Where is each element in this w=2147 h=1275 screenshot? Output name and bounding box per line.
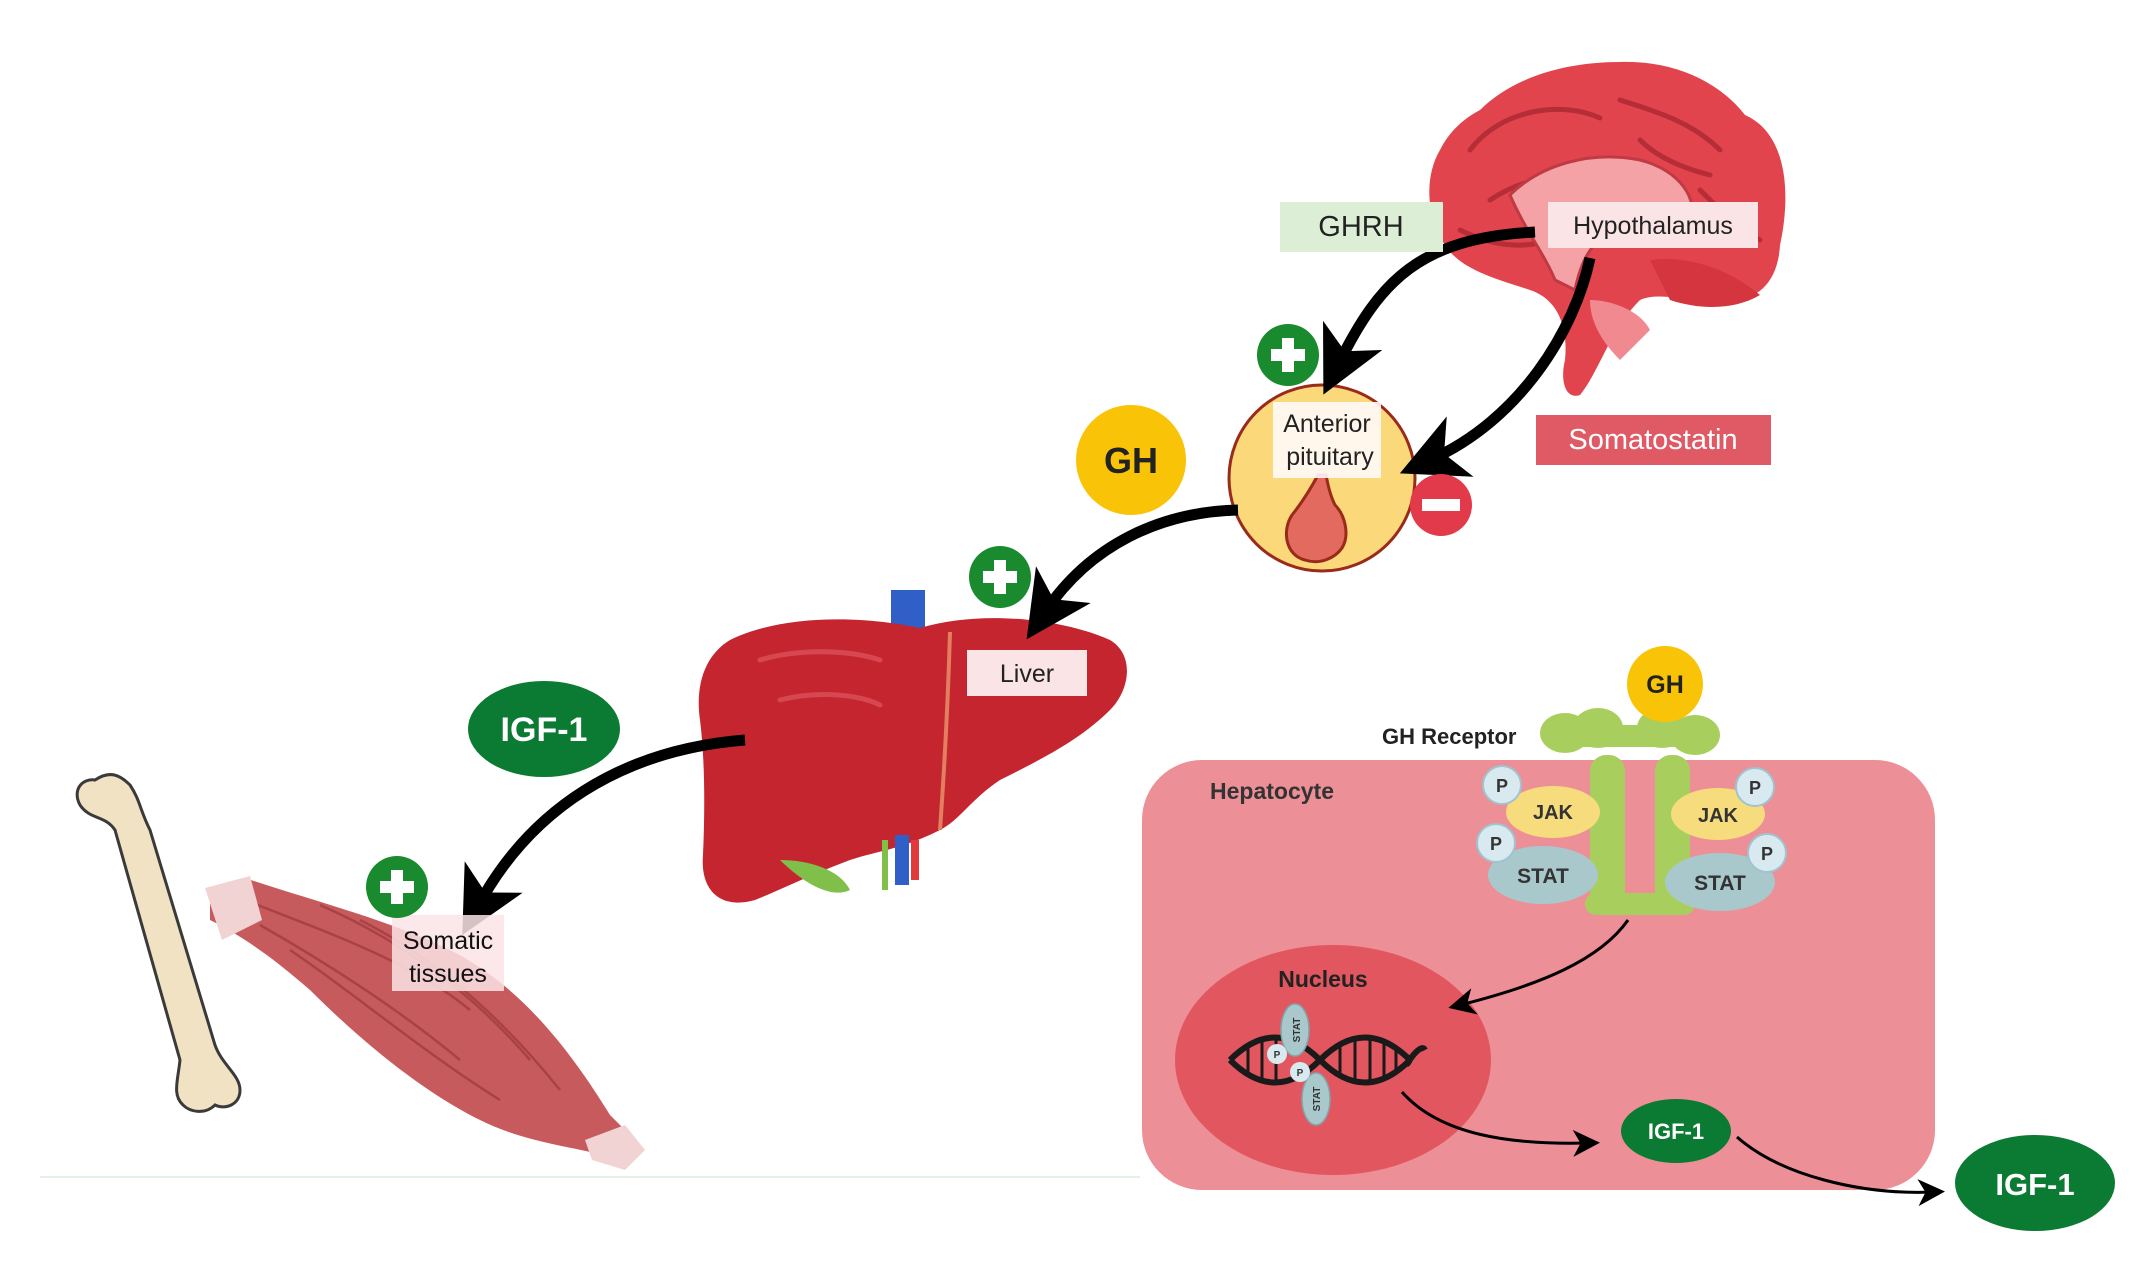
gh-receptor-text: GH Receptor [1382, 724, 1517, 749]
igf1-badge: IGF-1 [468, 681, 620, 777]
nucleus-text: Nucleus [1278, 966, 1367, 992]
gh-text: GH [1104, 440, 1158, 481]
gh-receptor [1540, 708, 1720, 915]
arrow-hypothalamus-to-pituitary-ghrh [1323, 226, 1536, 395]
liver-text: Liver [1000, 660, 1054, 688]
svg-text:P: P [1274, 1050, 1281, 1061]
gh-inset-badge: GH [1627, 646, 1703, 722]
stimulatory-plus-icon [1257, 324, 1319, 386]
inhibitory-minus-icon [1410, 474, 1472, 536]
jak-left-text: JAK [1533, 802, 1574, 824]
gh-badge: GH [1076, 405, 1186, 515]
liver-illustration [698, 590, 1127, 903]
hypothalamus-label: Hypothalamus [1548, 202, 1758, 248]
somatic-tissues-label: Somatic tissues [392, 915, 504, 991]
ghrh-text: GHRH [1318, 211, 1403, 243]
hypothalamus-text: Hypothalamus [1573, 212, 1733, 240]
dna-helix [1227, 1034, 1428, 1086]
somatic-tissues-line-2: tissues [409, 960, 487, 988]
arrow-igf1-secretion [1736, 1135, 1945, 1207]
nucleus: Nucleus [1175, 945, 1491, 1175]
igf1-text: IGF-1 [501, 711, 588, 749]
anterior-pituitary-label: Anterior pituitary [1273, 402, 1381, 478]
stat-left-text: STAT [1517, 865, 1569, 888]
gh-inset-text: GH [1646, 671, 1684, 699]
main-arrows [462, 226, 1596, 936]
phosphate-left-stat: P [1476, 823, 1516, 863]
somatostatin-text: Somatostatin [1568, 424, 1737, 456]
jak-left: JAK [1506, 786, 1600, 838]
jak-right-text: JAK [1698, 805, 1739, 827]
igf1-inside-badge: IGF-1 [1621, 1099, 1731, 1163]
stat-right: STAT [1665, 853, 1775, 911]
arrow-hypothalamus-to-pituitary-somatostatin [1399, 256, 1596, 477]
igf1-secreted-text: IGF-1 [1995, 1167, 2074, 1202]
somatostatin-label: Somatostatin [1536, 415, 1771, 465]
phosphate-left-jak: P [1482, 765, 1522, 805]
svg-text:P: P [1761, 844, 1773, 864]
hepatocyte-inset: Hepatocyte GH Receptor GH JAK STAT [1142, 646, 1945, 1207]
anterior-pituitary-line-1: Anterior [1283, 410, 1371, 438]
arrow-dna-to-igf1 [1400, 1091, 1600, 1157]
phosphate-right-jak: P [1735, 767, 1775, 807]
arrow-liver-to-somatic-tissues [462, 734, 746, 936]
svg-text:P: P [1490, 834, 1502, 854]
stimulatory-plus-icon [969, 546, 1031, 608]
svg-text:P: P [1496, 776, 1508, 796]
stat-dimer-on-dna: STAT STAT P P [1267, 1003, 1331, 1126]
ghrh-label: GHRH [1280, 202, 1443, 252]
svg-text:STAT: STAT [1312, 1087, 1323, 1112]
hepatocyte-text: Hepatocyte [1210, 778, 1334, 804]
anterior-pituitary-line-2: pituitary [1286, 443, 1374, 471]
stat-left: STAT [1488, 846, 1598, 904]
igf1-secreted-badge: IGF-1 [1955, 1135, 2115, 1231]
arrow-pituitary-to-liver [1026, 504, 1239, 640]
phosphate-right-stat: P [1747, 833, 1787, 873]
svg-text:P: P [1297, 1068, 1304, 1079]
svg-text:STAT: STAT [1292, 1018, 1303, 1043]
bone-illustration [75, 773, 242, 1113]
liver-label: Liver [967, 650, 1087, 696]
muscle-illustration [205, 876, 645, 1170]
stat-right-text: STAT [1694, 872, 1746, 895]
stimulatory-plus-icon [366, 856, 428, 918]
svg-text:P: P [1749, 778, 1761, 798]
somatic-tissues-line-1: Somatic [403, 927, 493, 955]
igf1-inside-text: IGF-1 [1648, 1119, 1704, 1144]
arrow-receptor-to-nucleus [1448, 919, 1630, 1015]
